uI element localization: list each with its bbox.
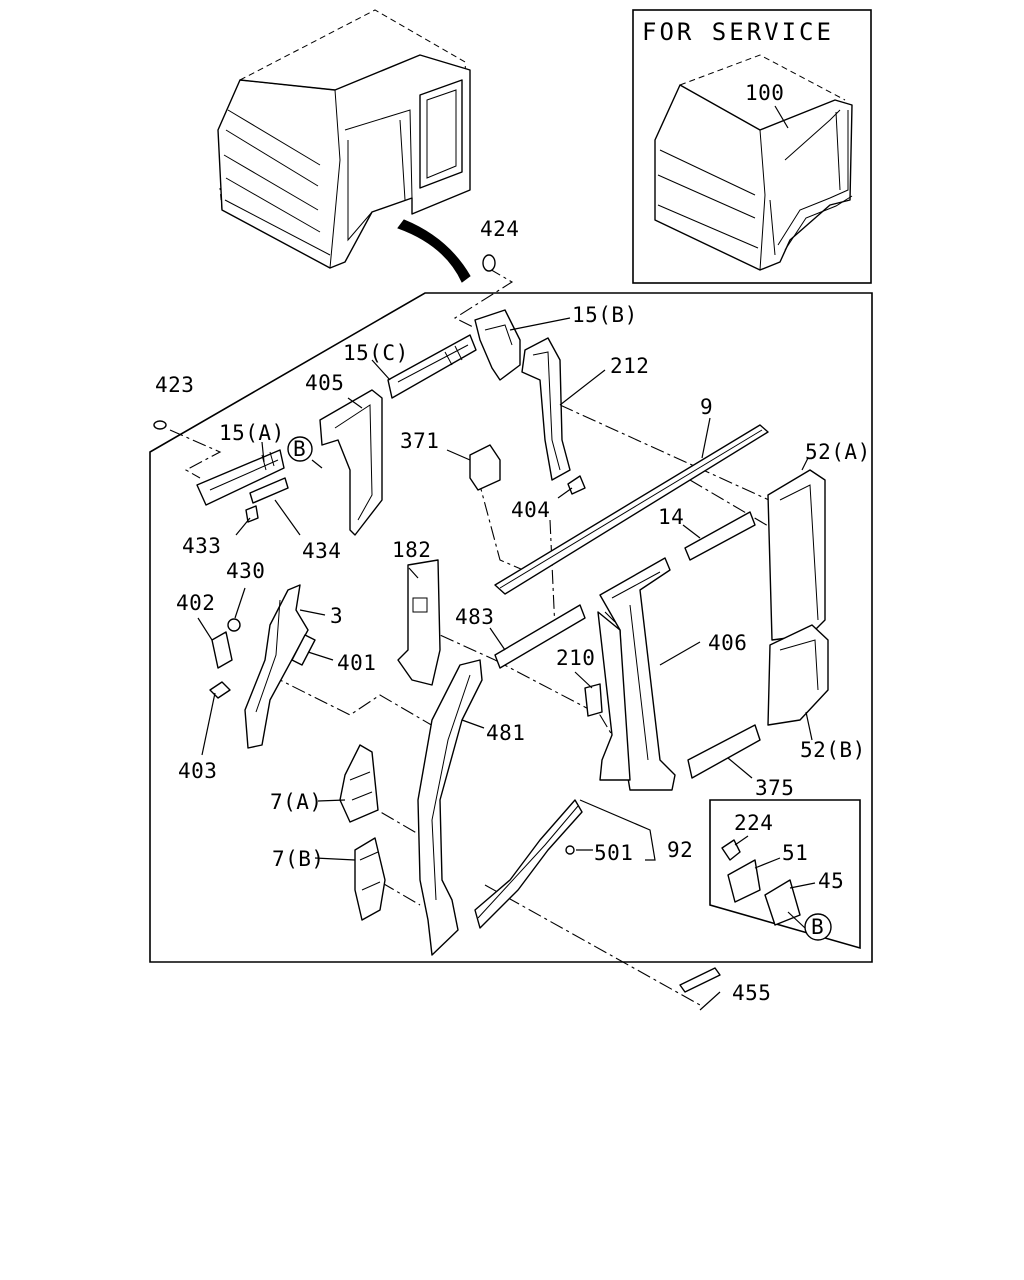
callout-9: 9: [700, 395, 713, 419]
cab-overview-illustration: [217, 9, 471, 283]
leader-lines: [197, 317, 816, 1011]
callout-52a: 52(A): [805, 440, 871, 464]
callout-455: 455: [732, 981, 771, 1005]
callout-3: 3: [330, 604, 343, 628]
inset-grommet-box: [709, 799, 861, 950]
callout-210: 210: [556, 646, 595, 670]
part-455-label: [679, 967, 721, 993]
part-405-trim: [319, 389, 383, 536]
callout-182: 182: [392, 538, 431, 562]
exploded-view-frame: [149, 292, 873, 963]
part-481-pillar: [417, 659, 483, 956]
part-92-sill: [474, 799, 583, 929]
part-483-rail: [494, 604, 586, 669]
for-service-box: FOR SERVICE 100: [632, 9, 872, 284]
callout-15b: 15(B): [572, 303, 638, 327]
part-52a-52b-panel: [767, 469, 829, 726]
callout-403: 403: [178, 759, 217, 783]
part-210-bracket: [584, 683, 603, 717]
part-7a-hinge: [339, 744, 379, 823]
callout-375: 375: [755, 776, 794, 800]
callout-434: 434: [302, 539, 341, 563]
part-15c-rail: [387, 334, 477, 399]
callout-52b: 52(B): [800, 738, 866, 762]
reference-b-circle-lower: [804, 913, 832, 941]
callout-15c: 15(C): [343, 341, 409, 365]
callout-7a: 7(A): [270, 790, 323, 814]
part-9-rail: [494, 424, 769, 595]
callout-7b: 7(B): [272, 847, 325, 871]
callout-224: 224: [734, 811, 773, 835]
part-212-pillar: [521, 337, 571, 481]
callout-45: 45: [818, 869, 844, 893]
callout-481: 481: [486, 721, 525, 745]
callout-14: 14: [658, 505, 684, 529]
callout-402: 402: [176, 591, 215, 615]
guide-lines: [169, 267, 781, 1006]
part-401-402-403-430-hardware: [209, 618, 316, 699]
callout-433: 433: [182, 534, 221, 558]
callout-212: 212: [610, 354, 649, 378]
callout-483: 483: [455, 605, 494, 629]
part-375-rail: [687, 724, 761, 779]
part-406-pillar: [597, 557, 676, 791]
part-433-434-clips: [245, 477, 289, 523]
reference-b-circle-upper: [287, 436, 313, 462]
callout-92: 92: [667, 838, 693, 862]
callout-404: 404: [511, 498, 550, 522]
part-14-strip: [684, 511, 756, 561]
part-7b-hinge: [354, 837, 386, 921]
callout-430: 430: [226, 559, 265, 583]
callout-labels: 424 15(B) 212 15(C) 405 423 15(A) B 371 …: [155, 217, 871, 1005]
callout-15a: 15(A): [219, 421, 285, 445]
callout-501: 501: [594, 841, 633, 865]
part-404-clip: [567, 475, 586, 495]
callout-b-lower: B: [811, 915, 824, 939]
part-15b-bracket: [474, 309, 521, 381]
callout-b-upper: B: [293, 437, 306, 461]
part-3-pillar: [244, 584, 309, 749]
callout-401: 401: [337, 651, 376, 675]
callout-100: 100: [745, 81, 784, 105]
part-371-plate: [469, 444, 501, 491]
service-cab-illustration: [654, 54, 853, 271]
callout-406: 406: [708, 631, 747, 655]
callout-405: 405: [305, 371, 344, 395]
callout-51: 51: [782, 841, 808, 865]
callout-371: 371: [400, 429, 439, 453]
part-423-424-plugs: [153, 254, 496, 430]
part-182-panel: [397, 559, 441, 686]
callout-423: 423: [155, 373, 194, 397]
for-service-title: FOR SERVICE: [642, 18, 834, 46]
part-15a-bracket: [196, 449, 285, 506]
callout-424: 424: [480, 217, 519, 241]
